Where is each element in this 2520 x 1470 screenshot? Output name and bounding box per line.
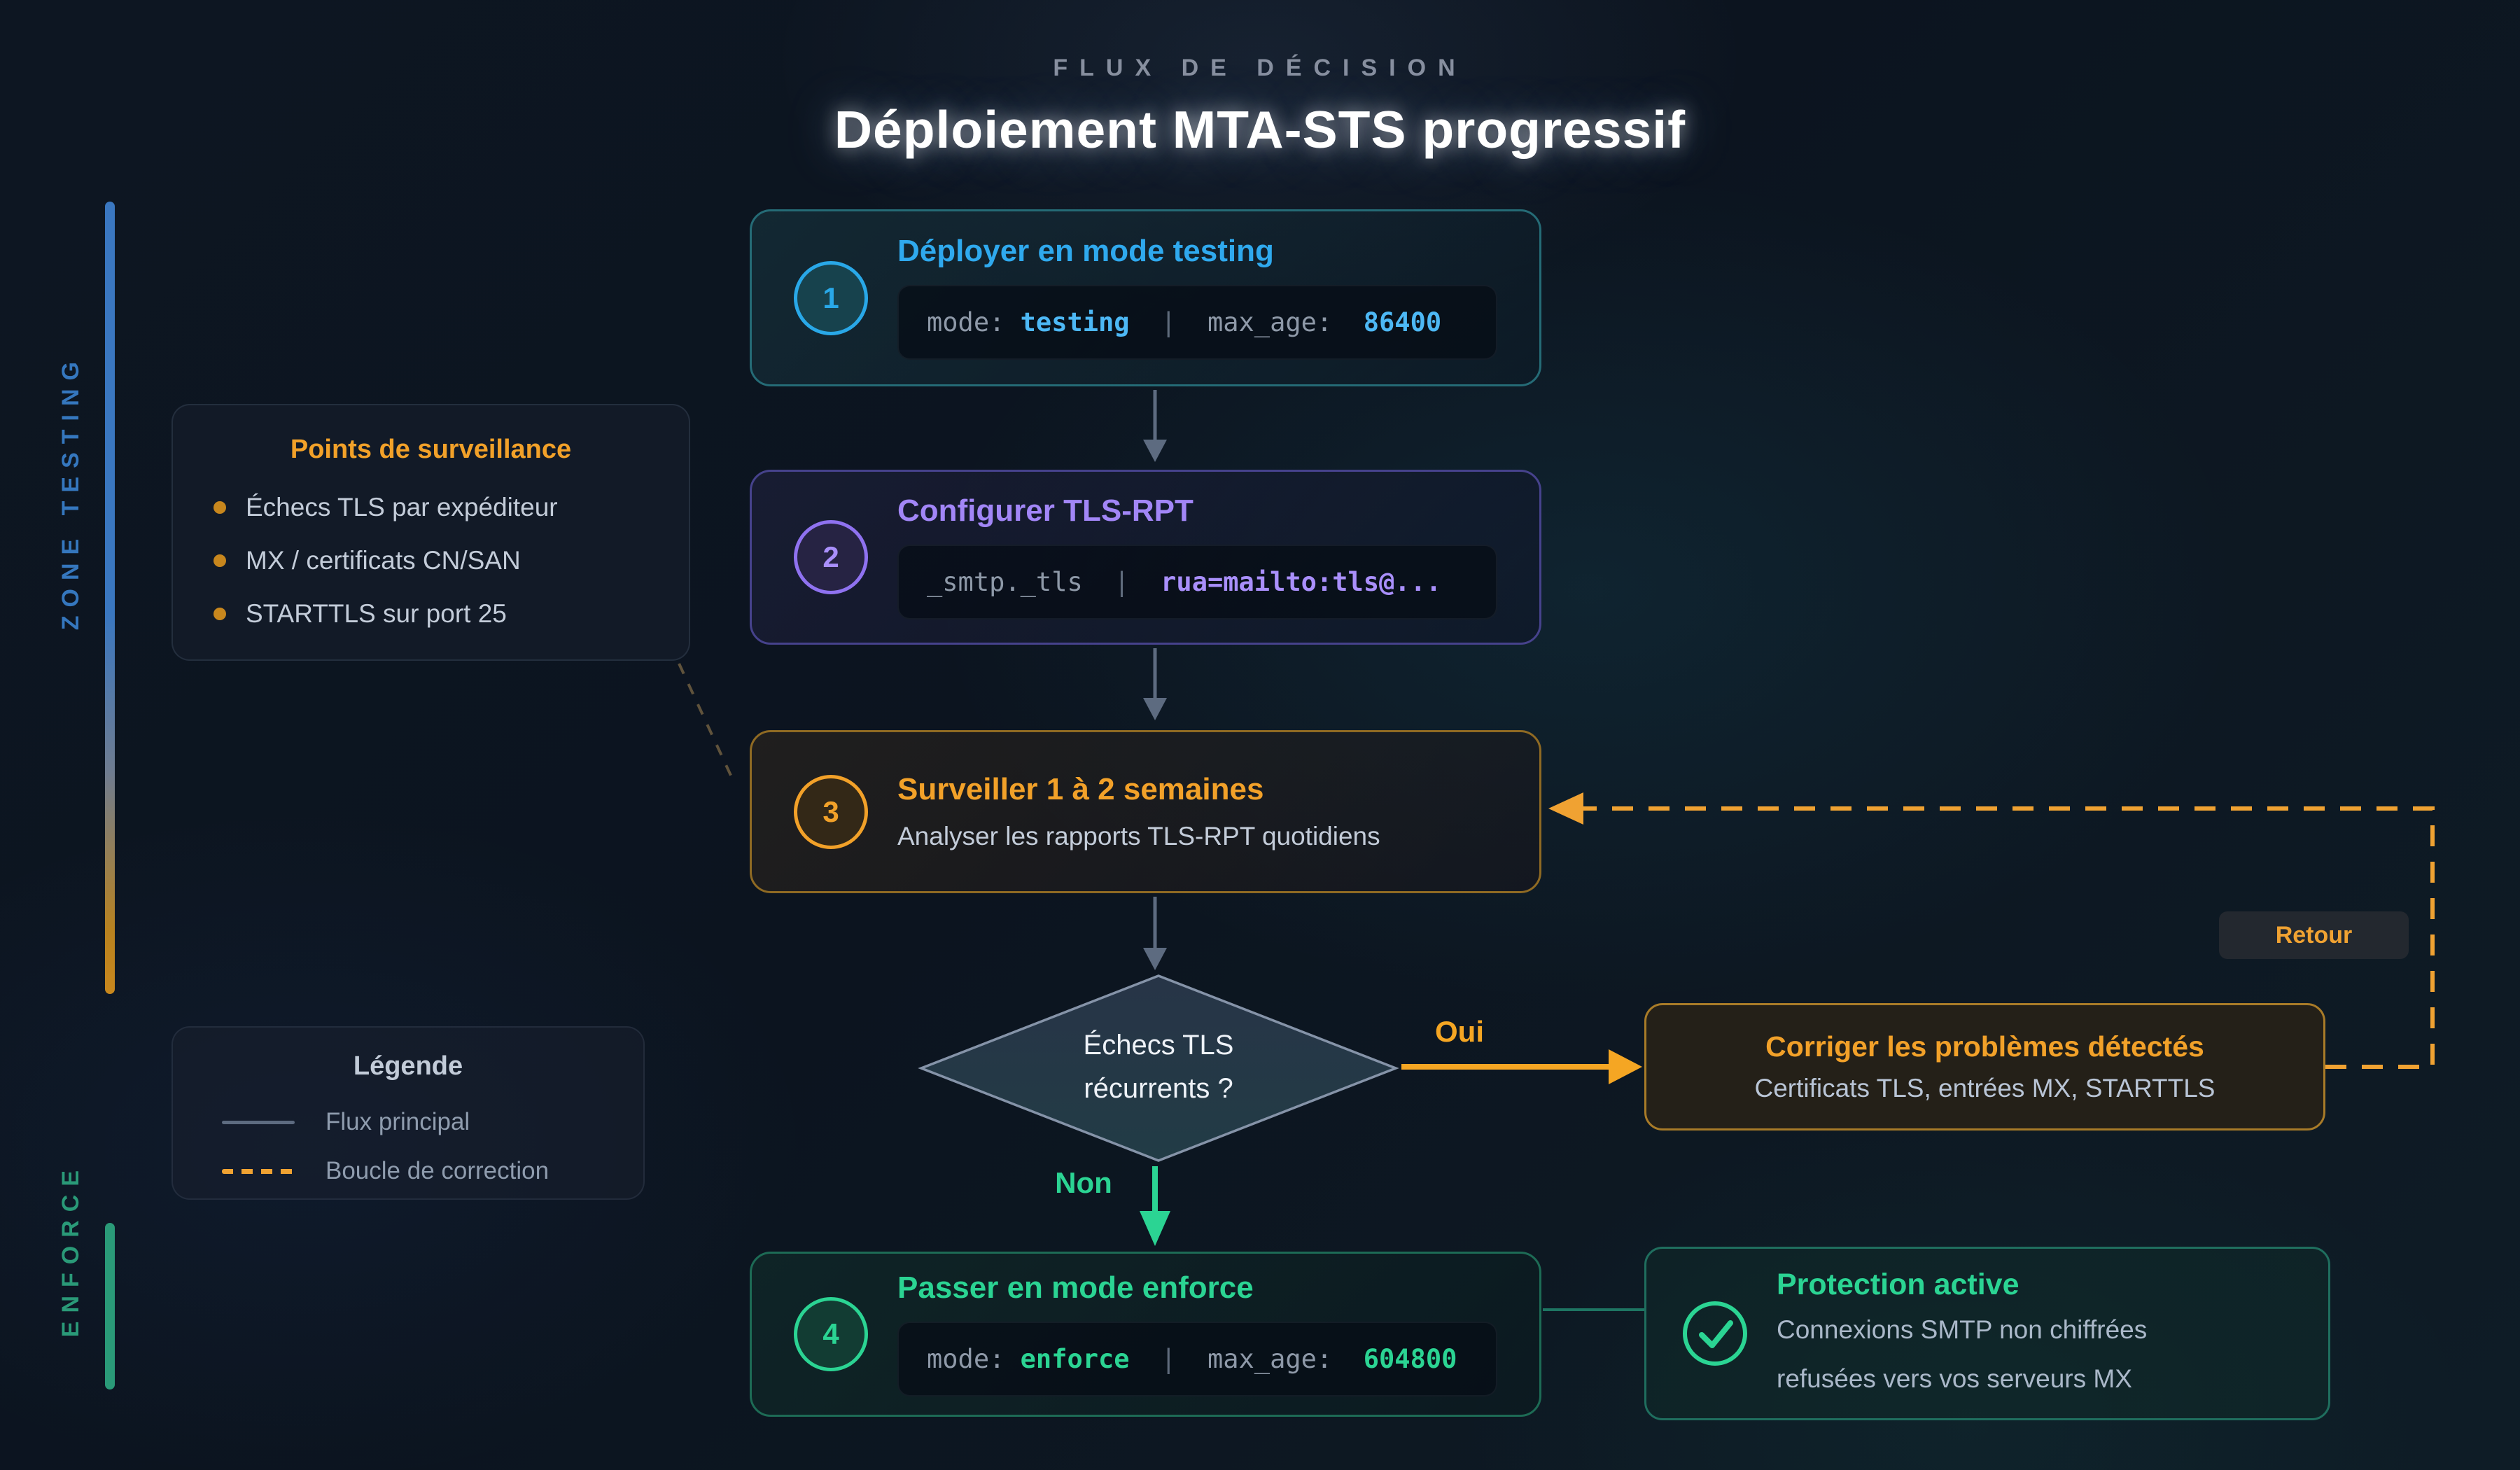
protection-active-line-2: refusées vers vos serveurs MX <box>1777 1364 2132 1393</box>
decision-line-2: récurrents ? <box>1084 1073 1233 1104</box>
code-key: max_age: <box>1207 307 1364 337</box>
step-1-box: 1 Déployer en mode testing mode: testing… <box>750 209 1541 386</box>
watchlist-panel: Points de surveillance Échecs TLS par ex… <box>172 404 690 661</box>
step-1-title: Déployer en mode testing <box>897 234 1274 268</box>
code-value: rua=mailto:tls@... <box>1161 566 1442 597</box>
step-4-box: 4 Passer en mode enforce mode: enforce |… <box>750 1252 1541 1417</box>
code-separator: | <box>1129 1343 1208 1374</box>
bullet-dot-icon <box>214 608 226 620</box>
bullet-dot-icon <box>214 501 226 514</box>
watchlist-item-label: STARTTLS sur port 25 <box>246 599 507 628</box>
arrow-yes <box>1401 1049 1642 1084</box>
watchlist-item-label: Échecs TLS par expéditeur <box>246 493 558 522</box>
code-value: 86400 <box>1363 307 1442 337</box>
list-item: MX / certificats CN/SAN <box>206 546 655 575</box>
back-button[interactable]: Retour <box>2219 911 2409 959</box>
step-3-subtitle: Analyser les rapports TLS-RPT quotidiens <box>897 822 1380 850</box>
step-2-badge: 2 <box>794 520 868 594</box>
step-number: 2 <box>822 540 839 573</box>
step-number: 3 <box>822 794 839 828</box>
step-4-body: Passer en mode enforce mode: enforce | m… <box>897 1270 1497 1396</box>
legend-label: Flux principal <box>326 1108 470 1135</box>
watchlist-title: Points de surveillance <box>290 435 572 464</box>
code-value: enforce <box>1020 1343 1130 1374</box>
zone-testing-rail <box>105 202 115 994</box>
code-key: _smtp._tls <box>927 566 1099 597</box>
step-3-badge: 3 <box>794 774 868 849</box>
step-1-code: mode: testing | max_age: 86400 <box>897 285 1497 360</box>
zone-testing-label: ZONE TESTING <box>57 354 84 631</box>
protection-active-box: Protection active Connexions SMTP non ch… <box>1644 1247 2330 1420</box>
bullet-dot-icon <box>214 554 226 567</box>
list-item: Échecs TLS par expéditeur <box>206 493 655 522</box>
arrow-step3-decision <box>1143 897 1167 970</box>
code-key: max_age: <box>1207 1343 1364 1374</box>
header-eyebrow: FLUX DE DÉCISION <box>1053 55 1467 81</box>
solid-line-swatch <box>222 1120 295 1124</box>
watchlist-link-dashed <box>678 663 734 779</box>
step-3-body: Surveiller 1 à 2 semaines Analyser les r… <box>897 772 1497 850</box>
dashed-line-swatch <box>222 1168 295 1174</box>
branch-yes-label: Oui <box>1435 1015 1484 1048</box>
step-2-code: _smtp._tls | rua=mailto:tls@... <box>897 544 1497 620</box>
fix-problems-title: Corriger les problèmes détectés <box>1765 1030 2204 1063</box>
protection-active-line-1: Connexions SMTP non chiffrées <box>1777 1315 2148 1344</box>
zone-enforce-label: ENFORCE <box>57 1162 84 1338</box>
protection-active-title: Protection active <box>1777 1267 2019 1301</box>
code-separator: | <box>1129 307 1208 337</box>
code-key: mode: <box>927 307 1021 337</box>
step-3-box: 3 Surveiller 1 à 2 semaines Analyser les… <box>750 730 1541 893</box>
list-item: STARTTLS sur port 25 <box>206 599 655 629</box>
step-2-body: Configurer TLS-RPT _smtp._tls | rua=mail… <box>897 493 1497 620</box>
code-value: 604800 <box>1363 1343 1457 1374</box>
fix-problems-subtitle: Certificats TLS, entrées MX, STARTTLS <box>1754 1074 2216 1102</box>
step-1-badge: 1 <box>794 260 868 335</box>
step-1-body: Déployer en mode testing mode: testing |… <box>897 236 1497 360</box>
arrow-step2-step3 <box>1143 648 1167 720</box>
legend-title: Légende <box>353 1051 463 1081</box>
step-4-badge: 4 <box>794 1297 868 1371</box>
step-2-box: 2 Configurer TLS-RPT _smtp._tls | rua=ma… <box>750 470 1541 645</box>
legend-row: Boucle de correction <box>206 1157 610 1185</box>
step-4-title: Passer en mode enforce <box>897 1270 1254 1305</box>
step-number: 4 <box>822 1317 839 1350</box>
step-4-code: mode: enforce | max_age: 604800 <box>897 1321 1497 1396</box>
step-number: 1 <box>822 281 839 314</box>
code-key: mode: <box>927 1343 1021 1374</box>
code-value: testing <box>1020 307 1130 337</box>
decision-question: Échecs TLS récurrents ? <box>983 1023 1334 1110</box>
branch-no-label: Non <box>1055 1166 1112 1199</box>
fix-problems-box: Corriger les problèmes détectés Certific… <box>1644 1003 2325 1130</box>
check-icon <box>1683 1301 1747 1366</box>
page-title: Déploiement MTA-STS progressif <box>834 100 1686 159</box>
step-3-title: Surveiller 1 à 2 semaines <box>897 772 1264 806</box>
arrow-step1-step2 <box>1143 390 1167 462</box>
zone-enforce-rail <box>105 1223 115 1390</box>
step-2-title: Configurer TLS-RPT <box>897 493 1194 528</box>
decision-line-1: Échecs TLS <box>1083 1030 1234 1060</box>
watchlist-item-label: MX / certificats CN/SAN <box>246 546 521 575</box>
protection-active-body: Protection active Connexions SMTP non ch… <box>1777 1267 2148 1397</box>
legend-label: Boucle de correction <box>326 1157 550 1184</box>
legend-row: Flux principal <box>206 1108 610 1136</box>
legend-panel: Légende Flux principal Boucle de correct… <box>172 1026 645 1200</box>
code-separator: | <box>1098 566 1161 597</box>
arrow-no <box>1140 1166 1170 1246</box>
